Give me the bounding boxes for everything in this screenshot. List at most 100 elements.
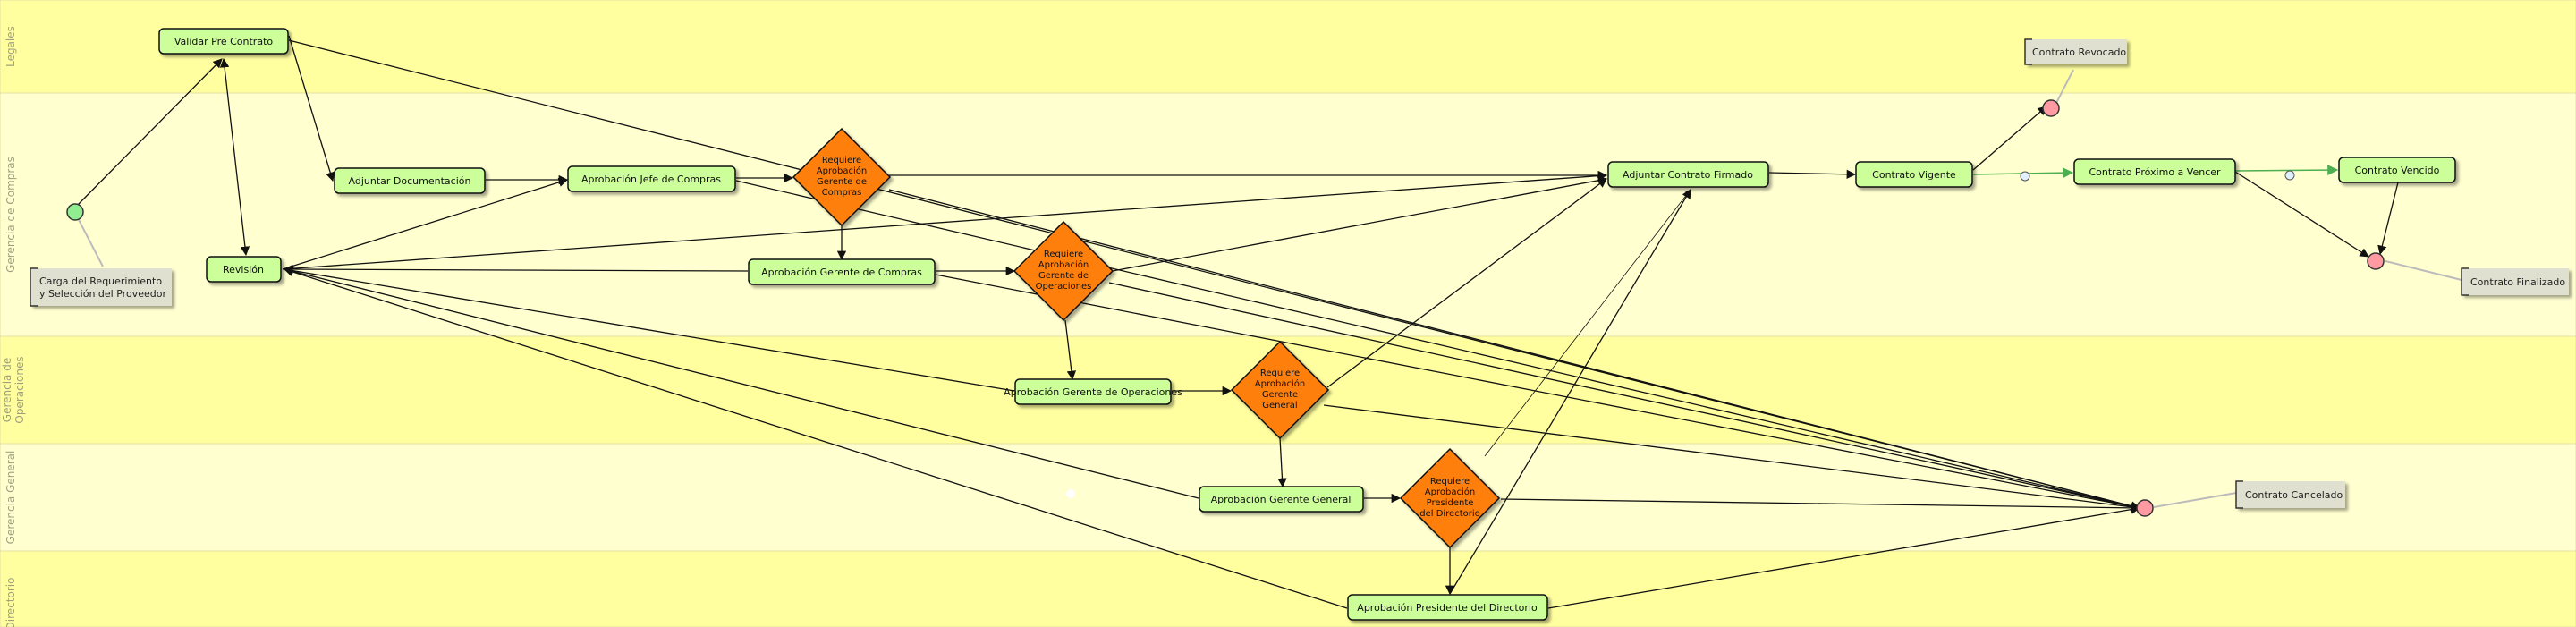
end-event-cancelado[interactable] xyxy=(2136,499,2154,517)
flow-g4-firmado xyxy=(1484,189,1691,457)
timer-marker-icon xyxy=(2284,170,2295,181)
flow-vencido-finalizado xyxy=(2377,182,2399,256)
gateway-label-line: Aprobación xyxy=(1038,259,1089,270)
flow-presidente-cancelado xyxy=(1547,504,2141,609)
flow-firmado-vigente xyxy=(1768,169,1857,180)
gateway-label-line: Compras xyxy=(822,188,862,198)
flow-validar-adjuntar-doc xyxy=(288,35,335,182)
events xyxy=(66,99,2385,517)
tasks: Validar Pre Contrato Adjuntar Documentac… xyxy=(158,28,2456,621)
annotation-cancelado-text: Contrato Cancelado xyxy=(2245,489,2343,501)
flow-vigente-revocado xyxy=(1972,106,2047,171)
lane-legales: Legales xyxy=(0,0,2576,94)
end-event-revocado[interactable] xyxy=(2042,99,2060,117)
task-aprobacion-gerente-operaciones[interactable]: Aprobación Gerente de Operaciones xyxy=(1004,378,1182,405)
flow-g3-firmado xyxy=(1326,178,1607,388)
associations xyxy=(74,69,2462,508)
flow-gerente-compras-revision xyxy=(283,264,749,275)
gateway-label-line: Aprobación xyxy=(1425,487,1475,497)
gateway-gerente-compras[interactable]: Requiere Aprobación Gerente de Compras xyxy=(792,127,892,227)
task-adjuntar-contrato-firmado[interactable]: Adjuntar Contrato Firmado xyxy=(1607,161,1769,188)
task-label: Contrato Vigente xyxy=(1872,169,1956,181)
start-event[interactable] xyxy=(66,203,84,221)
gateway-gerente-general[interactable]: Requiere Aprobación Gerente General xyxy=(1230,340,1330,440)
annotation-finalizado-text: Contrato Finalizado xyxy=(2470,276,2565,288)
task-aprobacion-gerente-general[interactable]: Aprobación Gerente General xyxy=(1199,486,1364,513)
flow-g2-cancelado xyxy=(1108,282,2141,512)
task-validar-pre-contrato[interactable]: Validar Pre Contrato xyxy=(158,28,289,55)
flow-g4-cancelado xyxy=(1500,498,2141,513)
lane-label-general: Gerencia General xyxy=(4,451,17,545)
task-adjuntar-documentacion[interactable]: Adjuntar Documentación xyxy=(334,167,486,194)
flow-g3-gerente-general xyxy=(1277,437,1287,488)
gateway-label-line: Operaciones xyxy=(1036,282,1092,292)
lane-label-compras: Gerencia de Compras xyxy=(4,157,17,273)
task-label: Contrato Vencido xyxy=(2355,165,2440,176)
flow-revision-jefe xyxy=(282,177,568,270)
task-aprobacion-gerente-compras[interactable]: Aprobación Gerente de Compras xyxy=(748,258,936,285)
task-aprobacion-presidente[interactable]: Aprobación Presidente del Directorio xyxy=(1347,594,1548,621)
flow-validar-revision xyxy=(219,57,250,257)
annotation-inicio-line-2: y Selección del Proveedor xyxy=(39,288,166,300)
task-label: Revisión xyxy=(223,264,264,275)
annotation-inicio-line-1: Carga del Requerimiento xyxy=(39,275,162,287)
task-revision[interactable]: Revisión xyxy=(206,256,282,283)
flow-proximo-finalizado xyxy=(2234,171,2369,258)
task-label: Validar Pre Contrato xyxy=(174,36,274,47)
gateway-label-line: Requiere xyxy=(822,156,861,165)
decorative-dot xyxy=(1066,489,1075,498)
lane-gerencia-compras: Gerencia de Compras xyxy=(0,92,2576,337)
lane-label-operaciones-1: Gerencia de xyxy=(1,358,13,422)
flow-gerente-op-revision xyxy=(283,266,1015,392)
flow-gerente-compras-cancelado xyxy=(935,274,2141,512)
flow-g1-cancelado xyxy=(888,189,2141,511)
flow-g2-firmado xyxy=(1112,175,1608,272)
flow-presidente-firmado xyxy=(1449,189,1691,595)
gateway-presidente[interactable]: Requiere Aprobación Presidente del Direc… xyxy=(1399,447,1501,549)
sequence-flows xyxy=(76,35,2399,609)
gateway-gerente-operaciones[interactable]: Requiere Aprobación Gerente de Operacion… xyxy=(1013,220,1114,322)
gateways: Requiere Aprobación Gerente de Compras R… xyxy=(792,127,1501,549)
annotation-revocado-text: Contrato Revocado xyxy=(2032,47,2126,58)
gateway-label-line: Requiere xyxy=(1430,477,1470,487)
flow-jefe-cancelado xyxy=(735,180,2141,511)
timer-marker-icon xyxy=(2020,171,2030,182)
task-contrato-proximo-vencer[interactable]: Contrato Próximo a Vencer xyxy=(2073,158,2236,185)
annotation-revocado: Contrato Revocado xyxy=(2024,38,2127,65)
task-label: Aprobación Jefe de Compras xyxy=(581,174,721,185)
gateway-label-line: Gerente xyxy=(1262,390,1298,400)
annotations: Carga del Requerimiento y Selección del … xyxy=(30,38,2569,509)
annotation-cancelado: Contrato Cancelado xyxy=(2235,480,2345,509)
flow-gerente-general-revision xyxy=(283,267,1199,499)
task-contrato-vigente[interactable]: Contrato Vigente xyxy=(1855,161,1973,188)
task-label: Aprobación Presidente del Directorio xyxy=(1357,602,1538,614)
gateway-label-line: Gerente de xyxy=(1038,271,1089,281)
task-label: Contrato Próximo a Vencer xyxy=(2089,166,2221,178)
flow-proximo-vencido xyxy=(2234,165,2339,176)
gateway-label-line: del Directorio xyxy=(1419,509,1480,519)
gateway-label-line: Requiere xyxy=(1044,250,1083,259)
task-label: Adjuntar Contrato Firmado xyxy=(1623,169,1753,181)
lane-label-directorio: Directorio xyxy=(4,578,17,627)
end-event-finalizado[interactable] xyxy=(2367,252,2385,270)
task-label: Aprobación Gerente de Compras xyxy=(761,267,922,278)
gateway-label-line: Aprobación xyxy=(1255,378,1305,389)
task-label: Aprobación Gerente de Operaciones xyxy=(1004,386,1182,398)
task-aprobacion-jefe-compras[interactable]: Aprobación Jefe de Compras xyxy=(567,165,736,192)
gateway-label-line: General xyxy=(1262,401,1297,411)
annotation-finalizado: Contrato Finalizado xyxy=(2461,267,2569,296)
gateway-label-line: Presidente xyxy=(1427,498,1474,508)
flow-g2-gerente-op xyxy=(1064,319,1077,381)
task-contrato-vencido[interactable]: Contrato Vencido xyxy=(2338,157,2456,183)
flow-g3-cancelado xyxy=(1323,404,2141,512)
annotation-inicio: Carga del Requerimiento y Selección del … xyxy=(30,267,172,307)
gateway-label-line: Gerente de xyxy=(817,177,867,187)
timer-markers xyxy=(2020,170,2295,182)
gateway-label-line: Requiere xyxy=(1260,369,1300,378)
flow-inicio-validar xyxy=(76,58,223,207)
flow-presidente-revision xyxy=(284,267,1348,609)
lane-label-legales: Legales xyxy=(4,26,17,67)
gateway-label-line: Aprobación xyxy=(817,165,867,176)
lane-label-operaciones-2: Operaciones xyxy=(13,356,26,423)
